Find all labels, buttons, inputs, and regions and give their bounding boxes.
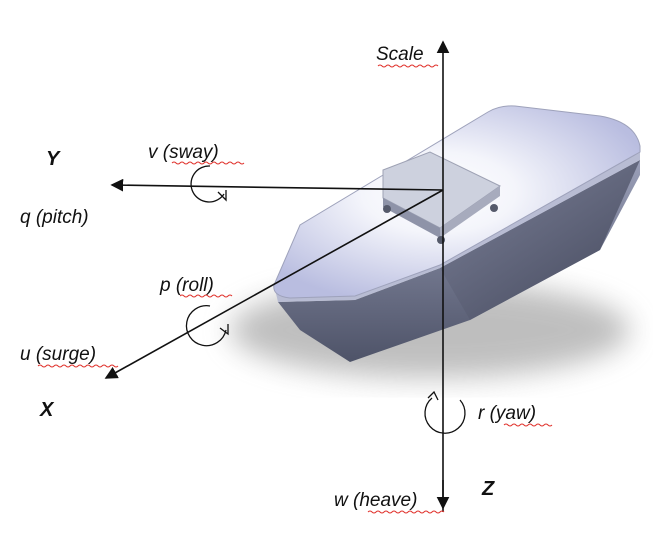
label-yaw: r (yaw)	[478, 403, 536, 424]
platform-leg	[490, 204, 498, 212]
platform-front	[383, 198, 440, 238]
platform-side	[440, 186, 500, 238]
label-z-axis: Z	[481, 478, 495, 500]
label-roll: p (roll)	[159, 275, 214, 296]
y-axis-line	[110, 178, 444, 192]
yaw-rotation-icon	[424, 390, 466, 434]
label-pitch: q (pitch)	[20, 207, 89, 228]
label-sway: v (sway)	[148, 142, 219, 163]
roll-rotation-icon	[185, 305, 229, 347]
label-y-axis: Y	[46, 148, 61, 170]
label-x-axis: X	[39, 399, 55, 421]
sway-rotation-icon	[190, 165, 227, 203]
platform-leg	[383, 205, 391, 213]
label-heave: w (heave)	[334, 490, 417, 511]
hull-side-right	[440, 160, 640, 320]
x-axis-line	[104, 189, 444, 379]
label-scale: Scale	[376, 44, 424, 65]
label-surge: u (surge)	[20, 344, 96, 365]
